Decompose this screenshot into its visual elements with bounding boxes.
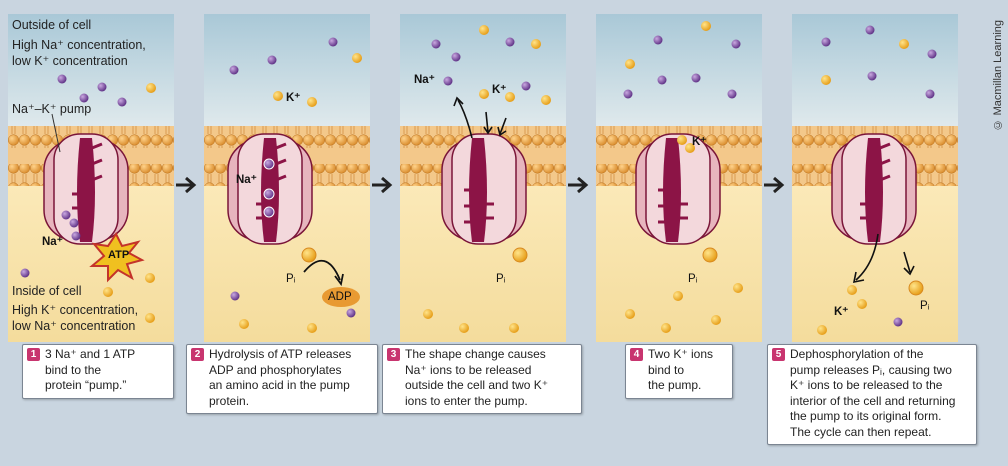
step-arrow-3: [568, 176, 589, 194]
panel-step-2: K⁺ Na⁺ Pᵢ ADP: [204, 14, 370, 342]
step-arrow-2: [372, 176, 393, 194]
na-label: Na⁺: [42, 236, 63, 248]
step-arrow-1: [176, 176, 197, 194]
caption-line: 3 Na⁺ and 1 ATP: [45, 347, 136, 361]
caption-line: Na⁺ ions to be released: [405, 362, 532, 377]
pump-protein: [441, 133, 527, 245]
panel-step-3: Na⁺ K⁺ Pᵢ: [400, 14, 566, 342]
pump-protein: [831, 133, 917, 245]
caption-step-1: 1 3 Na⁺ and 1 ATP bind to the protein “p…: [22, 344, 174, 399]
caption-step-3: 3 The shape change causes Na⁺ ions to be…: [382, 344, 582, 414]
k-label: K⁺: [834, 306, 849, 318]
caption-step-2: 2 Hydrolysis of ATP releases ADP and pho…: [186, 344, 378, 414]
copyright-notice: © Macmillan Learning: [992, 20, 1004, 131]
panel-step-5: K⁺ Pᵢ: [792, 14, 958, 342]
caption-line: ADP and phosphorylates: [209, 362, 342, 377]
na-ions-outside: [821, 25, 937, 327]
pump-protein: [43, 133, 129, 245]
caption-line: Hydrolysis of ATP releases: [209, 347, 352, 361]
step-badge: 5: [772, 348, 785, 361]
adp-label: ADP: [328, 291, 352, 303]
outside-concentration-line2: low K⁺ concentration: [12, 54, 128, 68]
k-ions-outside: [625, 21, 743, 333]
caption-line: outside the cell and two K⁺: [405, 378, 549, 392]
atp-label: ATP: [108, 249, 130, 261]
k-label: K⁺: [692, 136, 707, 148]
panel-1-graphic: [8, 14, 174, 342]
k-ions-outside: [239, 53, 362, 333]
inside-concentration-line1: High K⁺ concentration,: [12, 303, 139, 317]
pi-label: Pᵢ: [920, 300, 930, 312]
step-badge: 4: [630, 348, 643, 361]
caption-line: K⁺ ions to be released to the: [790, 378, 943, 392]
caption-line: Dephosphorylation of the: [790, 347, 924, 361]
panel-3-graphic: [400, 14, 566, 342]
caption-line: bind to: [648, 362, 685, 377]
caption-line: the pump.: [648, 378, 702, 392]
panel-step-4: K⁺ Pᵢ: [596, 14, 762, 342]
k-ions-outside: [103, 83, 156, 323]
k-label: K⁺: [492, 84, 507, 96]
caption-step-4: 4 Two K⁺ ions bind to the pump.: [625, 344, 733, 399]
caption-line: pump releases Pᵢ, causing two: [790, 362, 952, 377]
pump-label: Na⁺–K⁺ pump: [12, 102, 92, 116]
caption-line: protein.: [209, 393, 250, 408]
panel-5-graphic: [792, 14, 958, 342]
step-badge: 1: [27, 348, 40, 361]
atp-starburst: [89, 232, 145, 283]
pi-label: Pᵢ: [496, 273, 506, 285]
caption-line: bind to the: [45, 362, 102, 377]
step-arrow-4: [764, 176, 785, 194]
panel-4-graphic: [596, 14, 762, 342]
panel-2-graphic: [204, 14, 370, 342]
inside-cell-title: Inside of cell: [12, 284, 82, 298]
step-badge: 2: [191, 348, 204, 361]
caption-line: The cycle can then repeat.: [790, 424, 932, 439]
caption-line: an amino acid in the pump: [209, 378, 350, 392]
k-ions-outside: [423, 25, 551, 333]
pi-label: Pᵢ: [688, 273, 698, 285]
step-badge: 3: [387, 348, 400, 361]
outside-cell-title: Outside of cell: [12, 18, 92, 32]
na-ions-outside: [20, 74, 127, 278]
outside-concentration-line1: High Na⁺ concentration,: [12, 38, 146, 52]
inside-concentration-line2: low Na⁺ concentration: [12, 319, 136, 333]
caption-line: Two K⁺ ions: [648, 347, 714, 361]
panel-step-1: Outside of cell High Na⁺ concentration, …: [8, 14, 174, 342]
caption-line: The shape change causes: [405, 347, 546, 361]
pi-label: Pᵢ: [286, 273, 296, 285]
caption-line: protein “pump.”: [45, 378, 127, 392]
caption-line: ions to enter the pump.: [405, 393, 528, 408]
na-label: Na⁺: [236, 174, 257, 186]
k-ions-outside: [817, 39, 909, 335]
na-ions-outside: [431, 37, 531, 91]
na-ions-outside: [623, 35, 741, 99]
na-label: Na⁺: [414, 74, 435, 86]
k-label: K⁺: [286, 92, 301, 104]
caption-line: the pump to its original form.: [790, 409, 942, 423]
pump-protein: [635, 133, 721, 245]
caption-line: interior of the cell and returning: [790, 393, 956, 408]
na-ions-outside: [229, 37, 356, 318]
caption-step-5: 5 Dephosphorylation of the pump releases…: [767, 344, 977, 445]
